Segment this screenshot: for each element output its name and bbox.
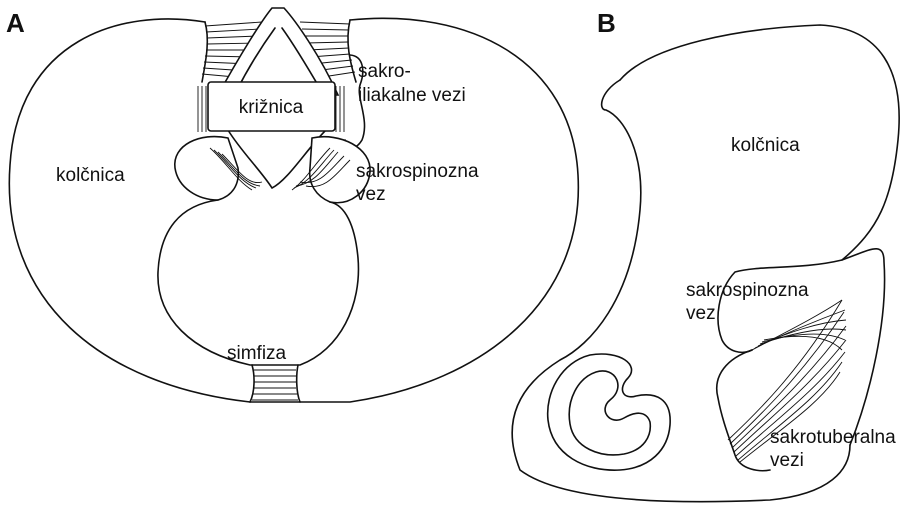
hip-bone-outline-b xyxy=(620,25,899,352)
panel-b-letter: B xyxy=(597,8,616,38)
label-sakrospinozna-a-2: vez xyxy=(356,184,386,205)
label-sakrotuberalna-1: sakrotuberalna xyxy=(770,427,896,448)
panel-a: A xyxy=(6,8,578,402)
panel-a-letter: A xyxy=(6,8,25,38)
label-sakrospinozna-b-2: vez xyxy=(686,303,716,324)
panel-b: B kolčnica sak xyxy=(512,8,899,502)
label-sakrospinozna-a-1: sakrospinozna xyxy=(356,161,479,182)
label-križnica-a: križnica xyxy=(239,97,304,118)
pelvic-inlet-a xyxy=(158,200,359,365)
label-simfiza: simfiza xyxy=(227,343,287,364)
label-sakrospinozna-b-1: sakrospinozna xyxy=(686,280,809,301)
label-sakrotuberalna-2: vezi xyxy=(770,450,804,471)
symphysis-a xyxy=(250,365,300,402)
label-sakroiliakalne-2: iliakalne vezi xyxy=(358,85,466,106)
label-kolčnica-a: kolčnica xyxy=(56,165,125,186)
sakrospinozna-fibers-b xyxy=(752,300,846,350)
label-sakroiliakalne-1: sakro- xyxy=(358,61,411,82)
label-kolčnica-b: kolčnica xyxy=(731,135,800,156)
obturator-inner-b xyxy=(569,371,650,455)
